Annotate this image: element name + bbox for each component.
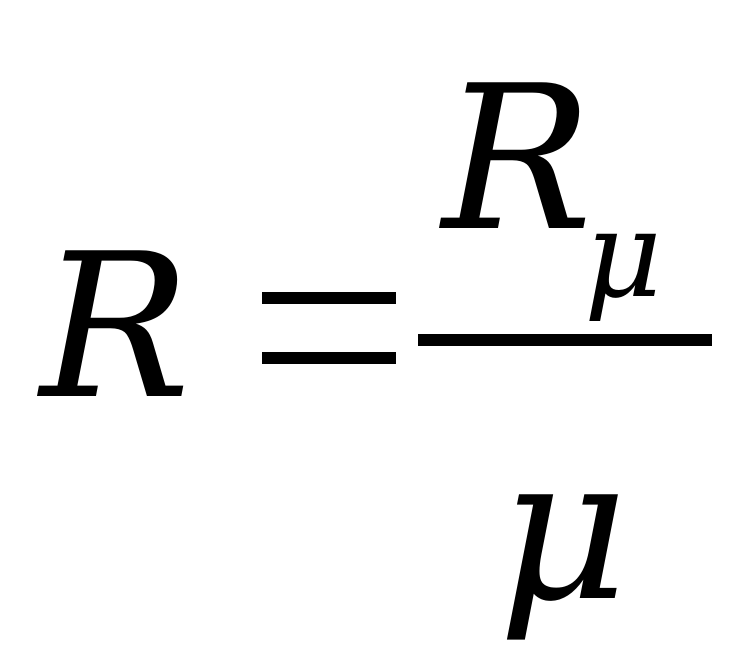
numerator-variable: R [442, 43, 593, 276]
equals-sign [262, 292, 396, 364]
equals-bottom-bar [262, 352, 396, 364]
equals-top-bar [262, 292, 396, 304]
numerator-subscript: μ [584, 186, 662, 325]
fraction-bar [418, 334, 712, 346]
lhs-variable: R [40, 211, 191, 444]
denominator-variable: μ [498, 413, 628, 646]
